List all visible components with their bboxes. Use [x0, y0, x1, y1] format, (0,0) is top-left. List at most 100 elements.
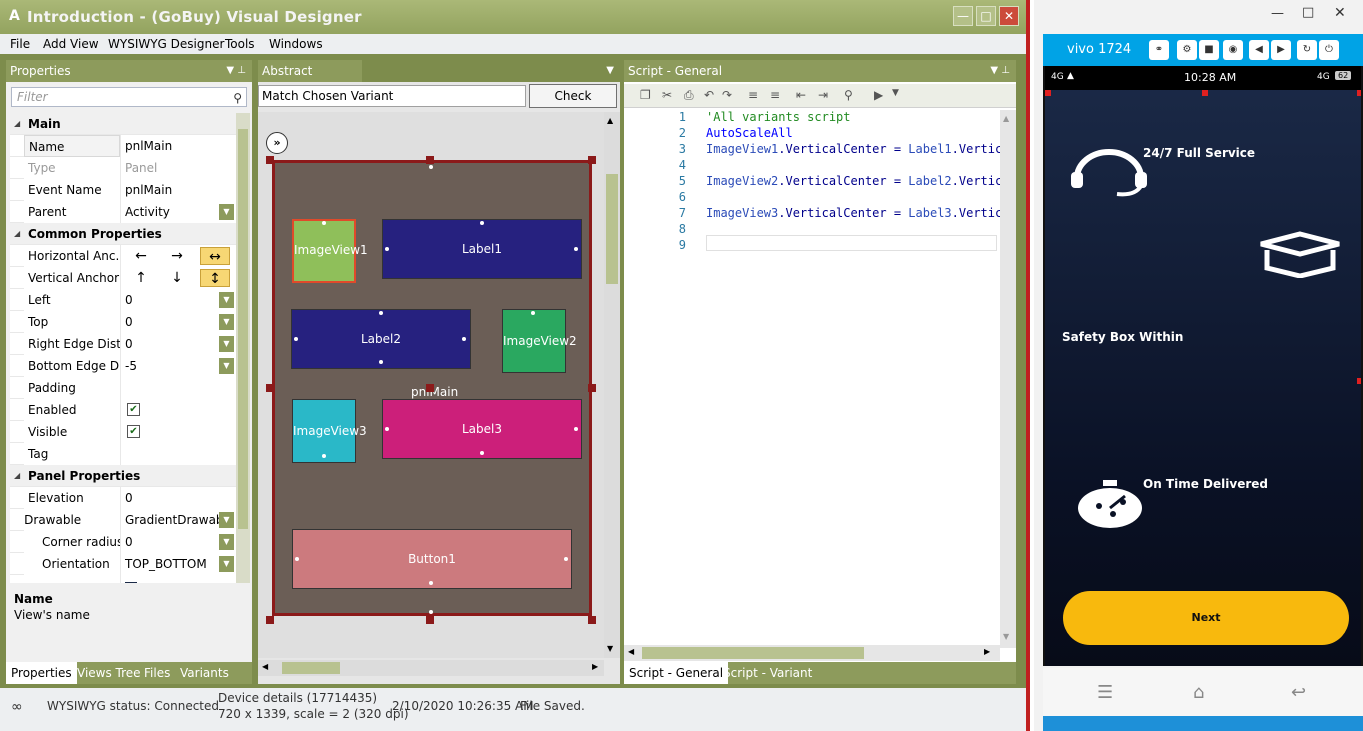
record-icon[interactable]: ■	[1199, 40, 1219, 60]
tab-script-variant[interactable]: Script - Variant	[718, 662, 817, 684]
dropdown-arrow-icon[interactable]: ▼	[219, 292, 234, 308]
maximize-button[interactable]: □	[976, 6, 996, 26]
scroll-down-icon[interactable]: ▼	[1003, 632, 1009, 641]
anchor-right-icon[interactable]: →	[162, 247, 192, 265]
copy-icon[interactable]: ❐	[640, 88, 651, 102]
indent-icon[interactable]: ⇥	[818, 88, 828, 102]
scroll-right-icon[interactable]: ▶	[984, 647, 990, 656]
search-icon[interactable]: ⚲	[233, 89, 242, 107]
resize-handle[interactable]	[266, 384, 274, 392]
category-common[interactable]: ◢Common Properties	[10, 223, 236, 245]
collapse-icon[interactable]: ◢	[14, 223, 20, 245]
check-anchors-button[interactable]: Check Anchors	[529, 84, 617, 108]
collapse-icon[interactable]: ◢	[14, 113, 20, 135]
close-button[interactable]: ✕	[999, 6, 1019, 26]
dropdown-arrow-icon[interactable]: ▼	[219, 534, 234, 550]
scroll-thumb[interactable]	[606, 174, 618, 284]
enabled-checkbox[interactable]: ✔	[127, 403, 140, 416]
anchor-both-vertical-icon[interactable]: ↕	[200, 269, 230, 287]
prop-event-name[interactable]: Event NamepnlMain	[10, 179, 236, 201]
menu-tools[interactable]: Tools	[225, 37, 255, 51]
collapse-icon[interactable]: ◢	[14, 465, 20, 487]
anchor-both-horizontal-icon[interactable]: ↔	[200, 247, 230, 265]
menu-windows[interactable]: Windows	[269, 37, 323, 51]
dropdown-arrow-icon[interactable]: ▼	[219, 204, 234, 220]
volume-up-icon[interactable]: ▶	[1271, 40, 1291, 60]
settings-icon[interactable]: ⚙	[1177, 40, 1197, 60]
minimize-icon[interactable]: —	[1271, 6, 1284, 21]
outdent-icon[interactable]: ⇤	[796, 88, 806, 102]
tab-properties[interactable]: Properties	[6, 662, 77, 684]
power-icon[interactable]: ⏻	[1319, 40, 1339, 60]
imageview2[interactable]: ImageView2	[502, 309, 566, 373]
panel-pin-icon[interactable]: ▼ ⊥	[226, 60, 246, 82]
prop-left[interactable]: Left0▼	[10, 289, 236, 311]
scroll-left-icon[interactable]: ◀	[628, 647, 634, 656]
variant-select[interactable]: Match Chosen Variant	[258, 85, 526, 107]
scroll-thumb[interactable]	[642, 647, 864, 659]
find-icon[interactable]: ⚲	[844, 88, 853, 102]
tab-script-general[interactable]: Script - General	[624, 662, 728, 684]
prop-enabled[interactable]: Enabled✔	[10, 399, 236, 421]
resize-handle[interactable]	[426, 156, 434, 164]
menu-wysiwyg-designer[interactable]: WYSIWYG Designer	[108, 37, 224, 51]
scroll-thumb[interactable]	[238, 129, 248, 529]
paste-icon[interactable]: ⎙	[684, 88, 694, 103]
scroll-up-icon[interactable]: ▲	[607, 116, 613, 125]
more-icon[interactable]: ▼	[892, 88, 899, 98]
dropdown-arrow-icon[interactable]: ▼	[219, 556, 234, 572]
anchor-top-icon[interactable]: ↑	[126, 269, 156, 287]
tab-views-tree[interactable]: Views Tree	[72, 662, 146, 684]
prop-orientation[interactable]: OrientationTOP_BOTTOM▼	[10, 553, 236, 575]
uncomment-icon[interactable]: ≡	[770, 88, 780, 102]
label1-view[interactable]: Label1	[382, 219, 582, 279]
designer-canvas[interactable]: » pnlMain ImageView1 Label1 Label2 Image…	[258, 112, 604, 658]
resize-handle[interactable]	[588, 384, 596, 392]
resize-handle[interactable]	[266, 616, 274, 624]
category-panel[interactable]: ◢Panel Properties	[10, 465, 236, 487]
filter-input[interactable]: Filter ⚲	[11, 87, 247, 107]
prop-corner-radius[interactable]: Corner radius0▼	[10, 531, 236, 553]
menu-add-view[interactable]: Add View	[43, 37, 99, 51]
run-icon[interactable]: ▶	[874, 88, 883, 102]
expand-icon[interactable]: »	[266, 132, 288, 154]
anchor-left-icon[interactable]: ←	[126, 247, 156, 265]
category-main[interactable]: ◢Main	[10, 113, 236, 135]
tab-variants[interactable]: Variants	[175, 662, 234, 684]
maximize-icon[interactable]: □	[1302, 5, 1314, 20]
dropdown-arrow-icon[interactable]: ▼	[219, 314, 234, 330]
prop-top[interactable]: Top0▼	[10, 311, 236, 333]
designer-header[interactable]: Abstract Designer	[258, 60, 362, 82]
designer-horizontal-scrollbar[interactable]: ◀ ▶	[258, 660, 604, 676]
rotate-icon[interactable]: ↻	[1297, 40, 1317, 60]
prop-drawable[interactable]: ◢DrawableGradientDrawable▼	[10, 509, 236, 531]
imageview1[interactable]: ImageView1	[292, 219, 356, 283]
scroll-thumb[interactable]	[282, 662, 340, 674]
prop-right-edge[interactable]: Right Edge Dist...0▼	[10, 333, 236, 355]
volume-down-icon[interactable]: ◀	[1249, 40, 1269, 60]
undo-icon[interactable]: ↶	[704, 88, 714, 102]
color-swatch[interactable]	[125, 582, 137, 583]
next-button[interactable]: Next	[1063, 591, 1349, 645]
close-icon[interactable]: ✕	[1334, 5, 1346, 21]
prop-visible[interactable]: Visible✔	[10, 421, 236, 443]
headset-icon[interactable]: ⚭	[1149, 40, 1169, 60]
properties-scrollbar[interactable]	[236, 113, 250, 583]
prop-name[interactable]: NamepnlMain	[10, 135, 236, 157]
title-bar[interactable]: A Introduction - (GoBuy) Visual Designer…	[0, 0, 1026, 34]
back-icon[interactable]: ↩	[1291, 682, 1306, 703]
panel-pin-icon[interactable]: ▼ ⊥	[990, 60, 1010, 82]
mirror-title-bar[interactable]: — □ ✕	[1034, 0, 1363, 34]
script-vertical-scrollbar[interactable]: ▲ ▼	[1000, 110, 1016, 648]
resize-handle[interactable]	[426, 384, 434, 392]
dropdown-arrow-icon[interactable]: ▼	[219, 336, 234, 352]
menu-file[interactable]: File	[10, 37, 30, 51]
script-horizontal-scrollbar[interactable]: ◀ ▶	[624, 645, 1000, 661]
dropdown-arrow-icon[interactable]: ▼	[219, 358, 234, 374]
home-icon[interactable]: ⌂	[1193, 682, 1204, 703]
phone-screen[interactable]: 4G ▲ 10:28 AM 4G 62 24/7 Full Service Sa…	[1043, 66, 1363, 666]
scroll-left-icon[interactable]: ◀	[262, 662, 268, 671]
anchor-bottom-icon[interactable]: ↓	[162, 269, 192, 287]
camera-icon[interactable]: ◉	[1223, 40, 1243, 60]
scroll-right-icon[interactable]: ▶	[592, 662, 598, 671]
